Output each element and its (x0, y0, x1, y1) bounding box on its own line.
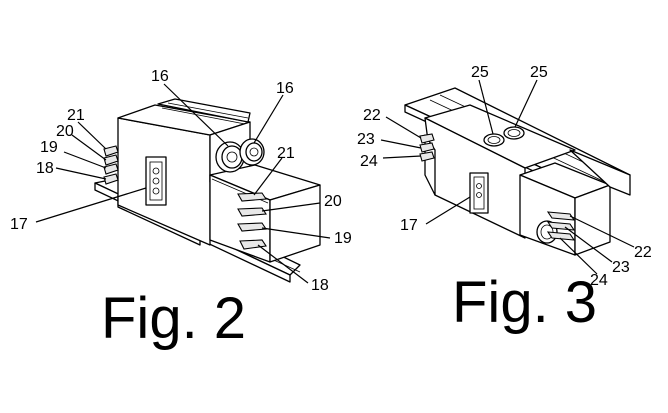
fig2-ref-20-right: 20 (324, 193, 342, 210)
figure-2: 16 16 21 20 19 18 17 21 20 19 18 Fig. 2 (10, 68, 352, 351)
fig3-device-drawing (405, 88, 630, 255)
fig3-ref-25b: 25 (530, 64, 548, 81)
fig2-ref-18-left: 18 (36, 160, 54, 177)
fig3-ref-23-left: 23 (357, 131, 375, 148)
fig3-ref-22-left: 22 (363, 107, 381, 124)
fig3-ref-24-left: 24 (360, 153, 378, 170)
fig2-ref-19-right: 19 (334, 230, 352, 247)
fig3-ref-25a: 25 (471, 64, 489, 81)
fig3-ref-22-right: 22 (634, 244, 652, 261)
fig2-ref-21-left: 21 (67, 107, 85, 124)
fig3-ref-17: 17 (400, 217, 418, 234)
fig2-ref-17: 17 (10, 216, 28, 233)
fig2-ref-16a: 16 (151, 68, 169, 85)
fig2-caption: Fig. 2 (101, 286, 246, 351)
figure-3: 25 25 22 23 24 17 22 23 24 Fig. 3 (357, 64, 652, 335)
fig2-ref-20-left: 20 (56, 123, 74, 140)
fig3-ref-23-right: 23 (612, 259, 630, 276)
fig2-ref-18-right: 18 (311, 277, 329, 294)
fig3-caption: Fig. 3 (452, 270, 597, 335)
fig2-ref-16b: 16 (276, 80, 294, 97)
fig2-ref-21-right: 21 (277, 145, 295, 162)
fig2-ref-19-left: 19 (40, 139, 58, 156)
